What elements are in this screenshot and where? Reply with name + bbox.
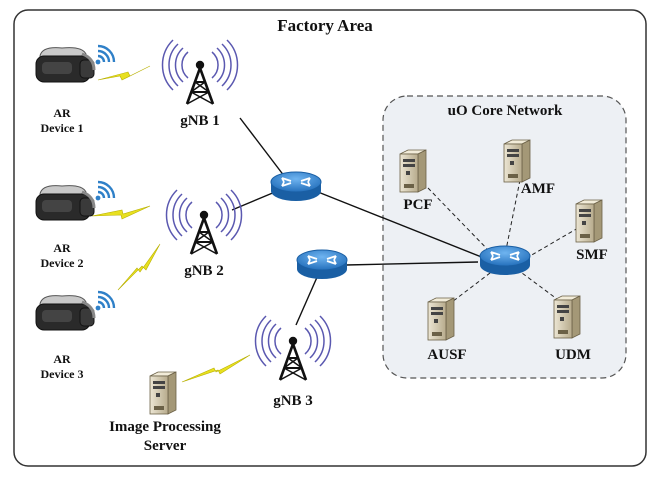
server-label-line1: Image Processing — [109, 419, 221, 435]
gnb-1-label: gNB 1 — [180, 113, 220, 129]
server-tower-icon — [399, 149, 427, 193]
link-gnb2-router1 — [231, 191, 276, 211]
smf-label: SMF — [576, 247, 608, 263]
link-core-smf — [529, 227, 579, 257]
diagram-title: Factory Area — [277, 16, 373, 35]
wireless-link-icon — [91, 205, 151, 220]
server-tower-icon — [575, 199, 603, 243]
ar-device-1-label: AR Device 1 — [22, 106, 102, 136]
router-icon — [270, 171, 322, 202]
link-router1-core-router — [317, 191, 485, 259]
core-network-title: uO Core Network — [447, 103, 563, 119]
wireless-links — [91, 65, 251, 383]
server-tower-icon — [149, 371, 177, 415]
ar-device-1-line1: AR — [53, 106, 71, 120]
server-tower-icon — [553, 295, 581, 339]
pcf-label: PCF — [403, 197, 433, 213]
link-core-ausf — [447, 269, 495, 306]
server-label-line2: Server — [143, 438, 187, 454]
ar-device-3-line1: AR — [53, 352, 71, 366]
wireless-link-icon — [181, 354, 251, 383]
link-router2-gnb3 — [295, 274, 319, 326]
ar-device-3-line2: Device 3 — [40, 367, 84, 381]
ausf-label: AUSF — [427, 347, 467, 363]
router-icon — [296, 249, 348, 280]
ar-device-3-label: AR Device 3 — [22, 352, 102, 382]
server-tower-icon — [427, 297, 455, 341]
ar-device-2-line1: AR — [53, 241, 71, 255]
link-core-amf — [505, 179, 521, 251]
vr-headset-icon — [34, 294, 96, 332]
ar-device-2-label: AR Device 2 — [22, 241, 102, 271]
link-router2-core-router — [345, 261, 479, 266]
vr-headset-icon — [34, 184, 96, 222]
image-processing-server-label: Image Processing Server — [80, 418, 250, 456]
server-tower-icon — [503, 139, 531, 183]
vr-headset-icon — [34, 46, 96, 84]
ar-device-2-line2: Device 2 — [40, 256, 84, 270]
ar-device-1-line2: Device 1 — [40, 121, 84, 135]
udm-label: UDM — [555, 347, 591, 363]
wireless-link-icon — [117, 243, 161, 291]
amf-label: AMF — [520, 181, 556, 197]
wireless-link-icon — [97, 65, 151, 81]
router-icon — [479, 245, 531, 276]
gnb-2-label: gNB 2 — [184, 263, 224, 279]
gnb-3-label: gNB 3 — [273, 393, 313, 409]
link-core-pcf — [427, 187, 493, 255]
